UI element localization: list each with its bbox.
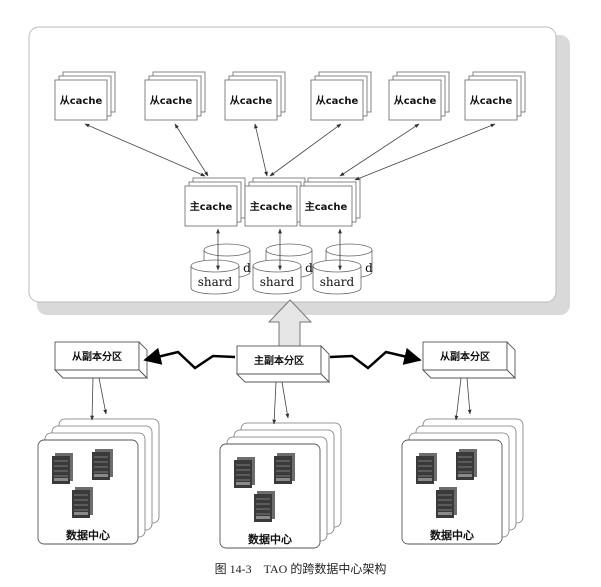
slave-cache-1: 从cache [54, 71, 116, 121]
server-icon [254, 491, 275, 522]
slave-partition-left-label: 从副本分区 [72, 350, 122, 363]
shard-back-label: d [305, 261, 313, 275]
shard-label: shard [198, 275, 233, 289]
figure-caption: 图 14-3 TAO 的跨数据中心架构 [214, 562, 387, 576]
cache-link-2 [174, 123, 209, 177]
shard-back-label: d [365, 261, 373, 275]
master-cache-2-label: 主cache [250, 200, 293, 213]
lightning-link-icon [329, 347, 422, 370]
slave-cache-3-label: 从cache [230, 95, 273, 107]
master-partition-label: 主副本分区 [254, 354, 304, 367]
lightning-link-icon [143, 347, 236, 370]
slave-cache-2: 从cache [144, 71, 206, 121]
cache-link-3 [254, 123, 268, 177]
shard-label: shard [320, 275, 355, 289]
server-icon [92, 449, 113, 480]
slave-partition-right: 从副本分区 [421, 340, 517, 380]
cache-link-6 [354, 123, 496, 181]
master-cache-3: 主cache [299, 177, 361, 227]
server-icon [52, 453, 73, 484]
slave-cache-3: 从cache [224, 71, 286, 121]
server-icon [456, 449, 477, 480]
master-cache-2: 主cache [244, 177, 306, 227]
datacenter-row: 数据中心 数据中心 数据中心 [37, 377, 524, 549]
slave-cache-5: 从cache [388, 71, 450, 121]
shard-label: shard [260, 275, 295, 289]
datacenter-center-label: 数据中心 [248, 532, 292, 546]
datacenter-right: 数据中心 [401, 377, 524, 545]
master-cache-1: 主cache [184, 177, 246, 227]
cache-links [84, 123, 496, 181]
partition-row: 从副本分区 主副本分区 从副本分区 [53, 340, 517, 384]
slave-cache-6-label: 从cache [470, 95, 513, 107]
server-icon [416, 453, 437, 484]
server-icon [274, 453, 295, 484]
datacenter-right-label: 数据中心 [430, 528, 474, 542]
shard-back-label: d [243, 261, 251, 275]
slave-cache-4-label: 从cache [316, 95, 359, 107]
cache-link-4 [269, 123, 342, 177]
master-partition: 主副本分区 [235, 344, 331, 384]
slave-cache-1-label: 从cache [60, 95, 103, 107]
master-cache-3-label: 主cache [305, 200, 348, 213]
master-cache-1-label: 主cache [190, 200, 233, 213]
slave-cache-2-label: 从cache [150, 95, 193, 107]
slave-cache-6: 从cache [464, 71, 526, 121]
slave-cache-row: 从cache 从cache 从cache 从cache 从cache 从cache [54, 71, 526, 121]
slave-partition-right-label: 从副本分区 [440, 350, 490, 363]
slave-cache-5-label: 从cache [394, 95, 437, 107]
server-icon [234, 457, 255, 488]
server-icon [436, 487, 457, 518]
datacenter-left-label: 数据中心 [66, 528, 110, 542]
datacenter-left: 数据中心 [37, 377, 160, 545]
server-icon [72, 487, 93, 518]
slave-cache-4: 从cache [310, 71, 372, 121]
slave-partition-left: 从副本分区 [53, 340, 149, 380]
datacenter-center: 数据中心 [219, 381, 342, 549]
master-cache-row: 主cache 主cache 主cache [184, 177, 361, 227]
